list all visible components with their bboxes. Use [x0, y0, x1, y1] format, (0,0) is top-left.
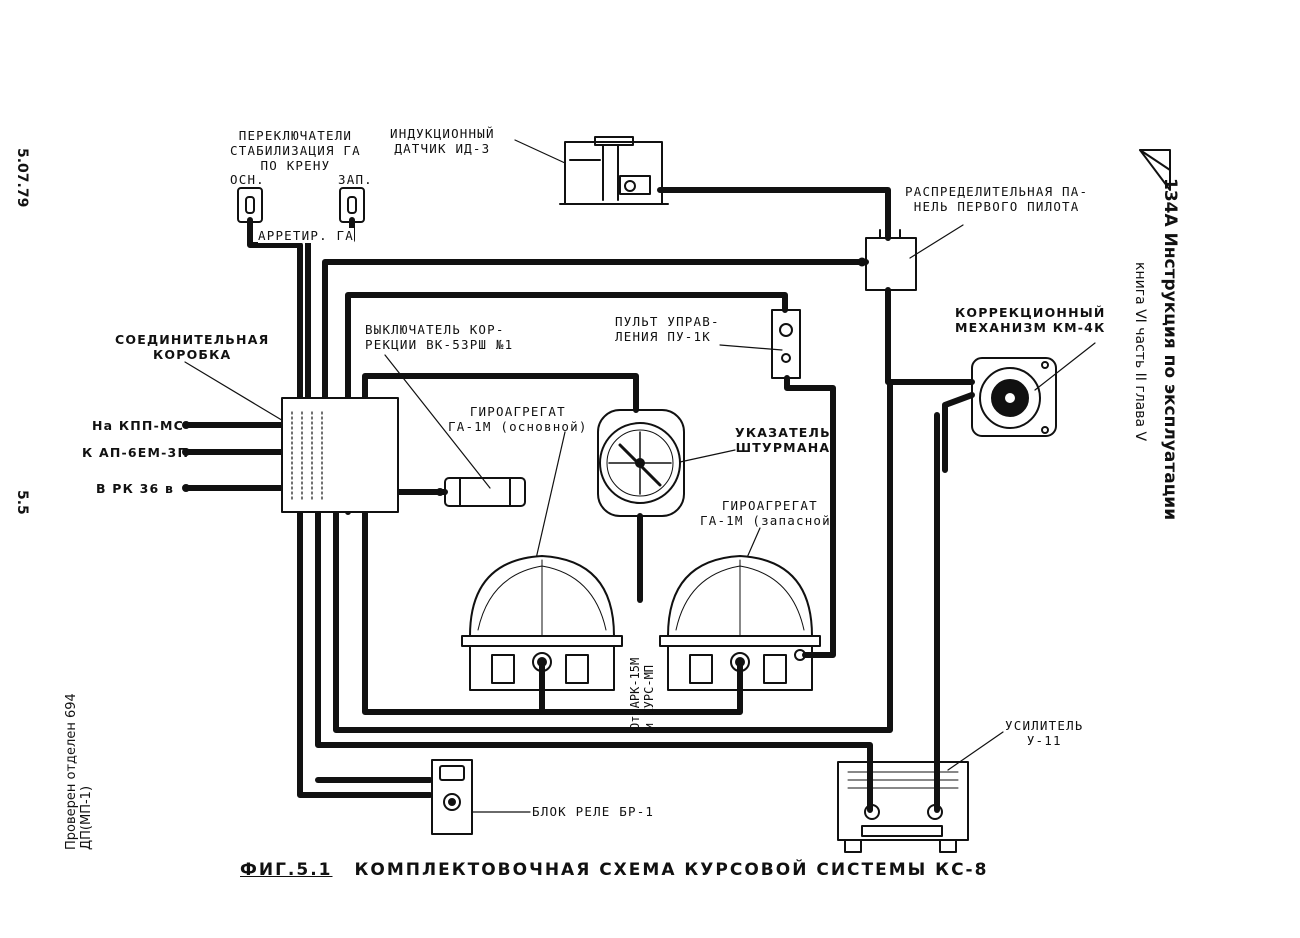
gyro-main-label: ГИРОАГРЕГАТ ГА-1М (основной)	[448, 404, 588, 434]
junction-box-label: СОЕДИНИТЕЛЬНАЯ КОРОБКА	[115, 332, 270, 362]
correction-switch-vk53	[436, 477, 526, 507]
figure-number: ФИГ.5.1	[240, 860, 333, 880]
manual-logo	[1139, 149, 1171, 191]
figure-caption: ФИГ.5.1 КОМПЛЕКТОВОЧНАЯ СХЕМА КУРСОВОЙ СИ…	[240, 860, 1010, 880]
arret-label: АРРЕТИР. ГА	[258, 228, 354, 243]
distribution-panel	[857, 229, 917, 291]
page-number: 5.5	[14, 490, 30, 515]
switch-spare	[339, 187, 365, 223]
amplifier-label: УСИЛИТЕЛЬ У-11	[1005, 718, 1084, 748]
correction-switch-label: ВЫКЛЮЧАТЕЛЬ КОР- РЕКЦИИ ВК-53РШ №1	[365, 322, 514, 352]
ext-input-rk: В РК 36 в	[96, 481, 175, 496]
ext-input-ap: К АП-6ЕМ-3П	[82, 445, 190, 460]
book-info: книга VI часть II глава V	[1132, 262, 1148, 442]
margin-code: 5.07.79	[14, 148, 30, 208]
navigator-indicator	[597, 409, 685, 517]
control-panel-pu1k	[771, 309, 801, 379]
navigator-indicator-label: УКАЗАТЕЛЬ ШТУРМАНА	[735, 425, 831, 455]
figure-title: КОМПЛЕКТОВОЧНАЯ СХЕМА КУРСОВОЙ СИСТЕМЫ К…	[354, 860, 989, 880]
switch-main	[237, 187, 263, 223]
relay-block-br1	[431, 759, 473, 835]
induction-sensor-id3	[559, 136, 669, 205]
amplifier-u11	[837, 761, 969, 853]
ext-input-kpp: На КПП-МС	[92, 418, 184, 433]
inspection-stamp: Проверен отделен 694 ДП(МП-1)	[64, 693, 94, 850]
induction-sensor-label: ИНДУКЦИОННЫЙ ДАТЧИК ИД-3	[390, 126, 495, 156]
manual-title: 134А Инструкция по эксплуатации	[1160, 178, 1180, 521]
ark-input-label: От АРК-15М и КУРС-МП	[628, 657, 656, 730]
switch-spare-label: ЗАП.	[338, 172, 373, 187]
gyro-spare-label: ГИРОАГРЕГАТ ГА-1М (запасной)	[700, 498, 840, 528]
dist-panel-label: РАСПРЕДЕЛИТЕЛЬНАЯ ПА- НЕЛЬ ПЕРВОГО ПИЛОТ…	[905, 184, 1089, 214]
relay-block-label: БЛОК РЕЛЕ БР-1	[532, 804, 655, 819]
gyro-spare	[659, 555, 821, 691]
switch-main-label: ОСН.	[230, 172, 265, 187]
leader-lines	[184, 139, 1096, 813]
correction-mech-label: КОРРЕКЦИОННЫЙ МЕХАНИЗМ КМ-4К	[955, 305, 1106, 335]
gyro-main	[461, 555, 623, 691]
junction-box	[182, 397, 399, 513]
control-panel-label: ПУЛЬТ УПРАВ- ЛЕНИЯ ПУ-1К	[615, 314, 720, 344]
correction-mechanism-km4k	[971, 357, 1057, 437]
stab-switches-label: ПЕРЕКЛЮЧАТЕЛИ СТАБИЛИЗАЦИЯ ГА ПО КРЕНУ	[230, 128, 361, 173]
